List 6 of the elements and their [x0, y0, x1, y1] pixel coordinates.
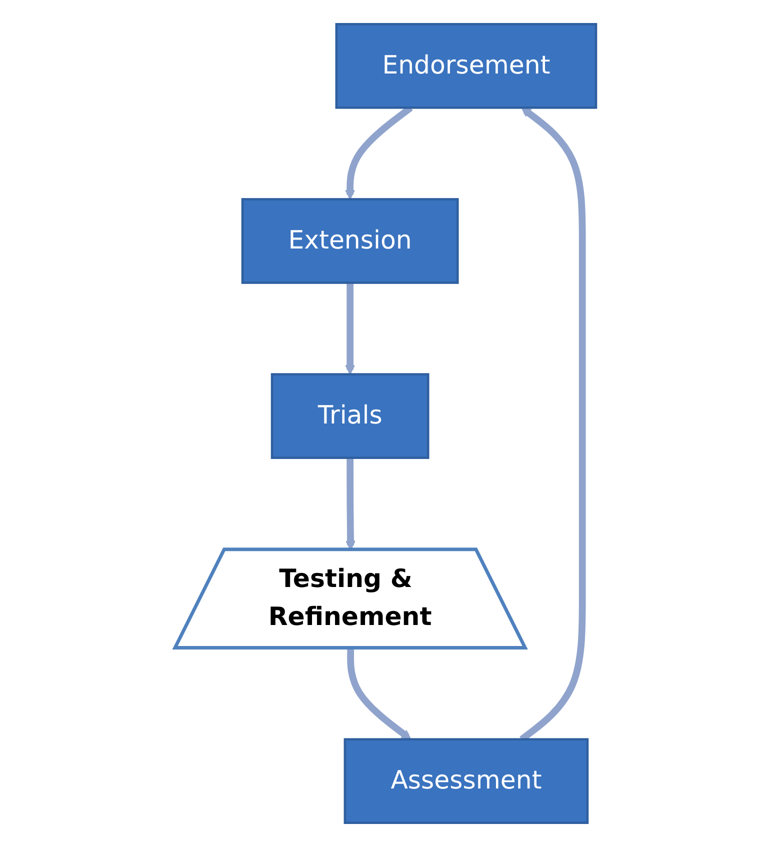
- node-box: Assessment: [344, 738, 589, 824]
- node-box: Trials: [270, 373, 430, 459]
- arrow: [345, 282, 356, 375]
- node-box: Endorsement: [335, 23, 598, 109]
- node-box: Extension: [241, 198, 459, 284]
- arrow: [347, 648, 412, 740]
